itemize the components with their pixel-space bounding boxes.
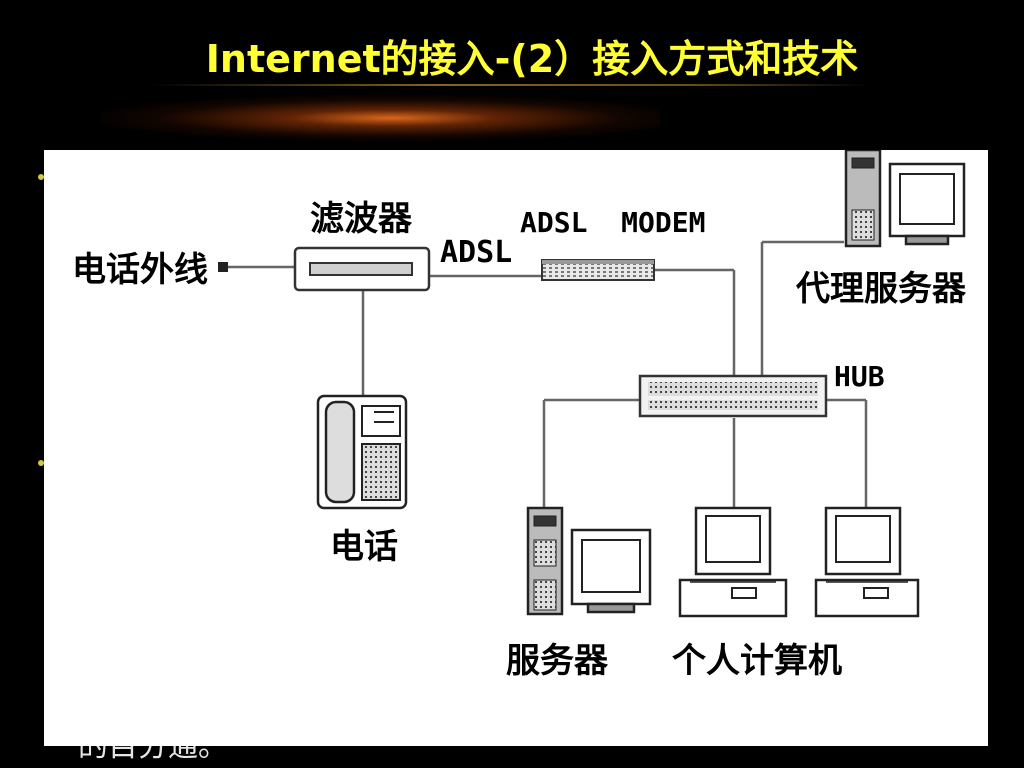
server-computer-icon [526,506,652,616]
label-adsl: ADSL [440,235,512,270]
proxy-server-computer-icon [844,150,966,248]
bullet-point [38,460,44,466]
label-phone-line: 电话外线 [72,250,208,290]
title-glow [100,95,660,141]
diagram-svg: 电话外线 滤波器 ADSL ADSL MODEM 代理服务器 HUB 电话 服务… [72,150,967,681]
label-telephone: 电话 [330,527,398,567]
personal-computer-icon [814,506,920,618]
filter-device-icon [293,246,431,292]
connection-lines [222,240,868,508]
personal-computer-icon [678,506,788,618]
adsl-modem-icon [541,259,655,281]
label-proxy-server: 代理服务器 [795,269,967,309]
label-hub: HUB [834,360,885,393]
label-filter: 滤波器 [310,199,413,239]
bullet-point [38,174,44,180]
slide-title: Internet的接入-(2）接入方式和技术 [205,37,859,81]
network-diagram: 电话外线 滤波器 ADSL ADSL MODEM 代理服务器 HUB 电话 服务… [44,150,988,746]
title-underline [150,84,870,86]
hub-device-icon [638,374,828,418]
title-bar: Internet的接入-(2）接入方式和技术 [0,0,1024,150]
telephone-icon [316,394,408,510]
label-personal-computer: 个人计算机 [672,641,842,681]
label-adsl-modem: ADSL MODEM [520,206,705,239]
phone-jack-icon [218,262,228,272]
label-server: 服务器 [506,641,609,681]
